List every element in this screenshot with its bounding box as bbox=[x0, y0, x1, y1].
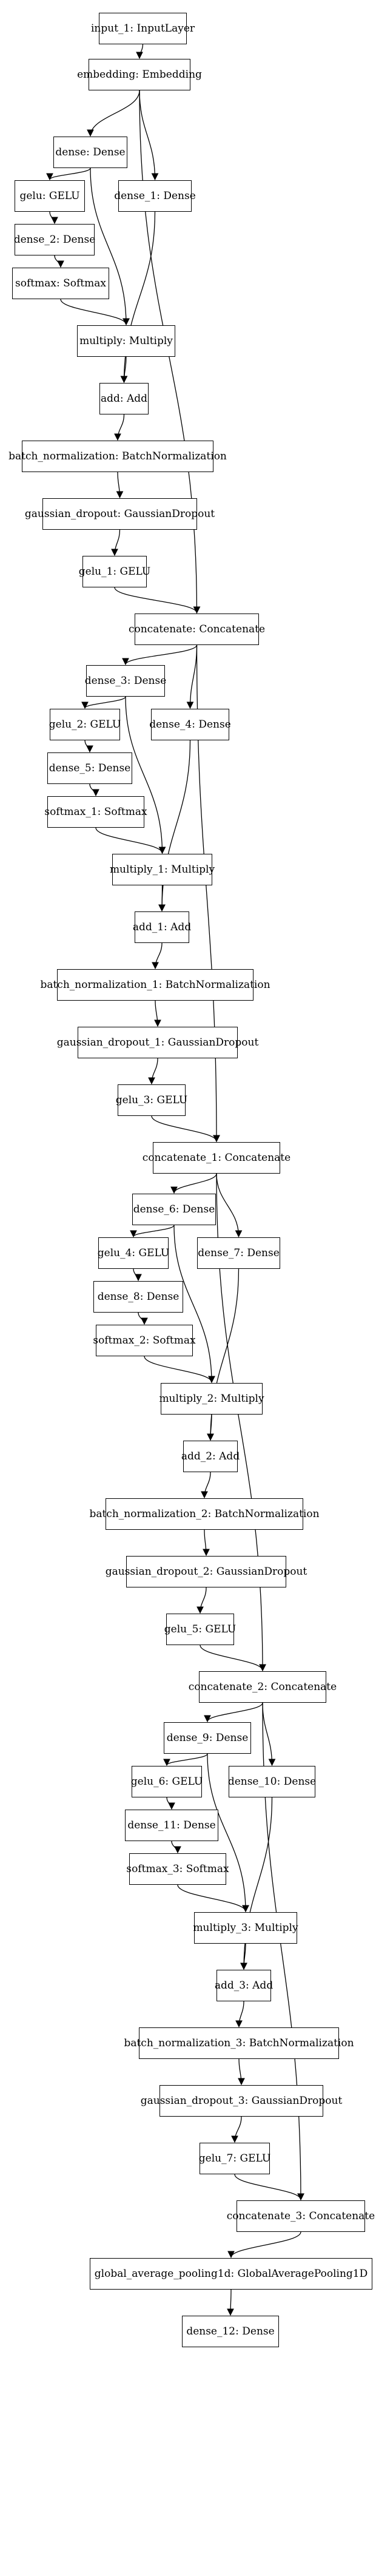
edge-batch-normalization-2-to-gaussian-dropout-2 bbox=[203, 1529, 210, 1557]
node-gelu-3: gelu_3: GELU bbox=[116, 1084, 187, 1116]
edge-gelu-3-to-concatenate-1 bbox=[151, 1115, 220, 1143]
edge-embedding-to-dense-1 bbox=[139, 90, 159, 181]
edge-add-to-batch-normalization bbox=[114, 414, 125, 441]
node-input-1: input_1: InputLayer bbox=[91, 13, 195, 44]
edge-gelu-to-dense-2 bbox=[49, 211, 58, 225]
node-gelu-5: gelu_5: GELU bbox=[164, 1614, 236, 1645]
node-add: add: Add bbox=[99, 383, 149, 414]
node-gelu-1: gelu_1: GELU bbox=[79, 556, 150, 587]
edge-concatenate-1-to-dense-6 bbox=[170, 1173, 217, 1194]
node-gelu: gelu: GELU bbox=[15, 180, 85, 212]
node-multiply: multiply: Multiply bbox=[77, 325, 175, 357]
node-multiply-2: multiply_2: Multiply bbox=[159, 1383, 264, 1415]
edge-gelu-7-to-concatenate-3 bbox=[234, 2174, 304, 2201]
edge-gelu-5-to-concatenate-2 bbox=[200, 1645, 266, 1672]
node-gelu-2: gelu_2: GELU bbox=[49, 709, 121, 740]
edge-add-2-to-batch-normalization-2 bbox=[201, 1472, 211, 1499]
edge-dense-8-to-softmax-2 bbox=[138, 1312, 148, 1325]
edge-add-1-to-batch-normalization-1 bbox=[152, 942, 163, 970]
edge-dense-9-to-multiply-3 bbox=[207, 1753, 249, 1913]
node-batch-normalization: batch_normalization: BatchNormalization bbox=[8, 441, 227, 472]
edge-softmax-3-to-multiply-3 bbox=[177, 1884, 249, 1913]
edge-dense-2-to-softmax bbox=[54, 255, 64, 268]
edge-batch-normalization-1-to-gaussian-dropout-1 bbox=[154, 1000, 161, 1027]
node-concatenate-3: concatenate_3: Concatenate bbox=[227, 2200, 375, 2232]
node-dense-6: dense_6: Dense bbox=[132, 1194, 216, 1225]
node-softmax-1: softmax_1: Softmax bbox=[44, 796, 147, 828]
edge-dense-5-to-softmax-1 bbox=[89, 783, 99, 797]
node-dense: dense: Dense bbox=[53, 137, 127, 168]
edge-concatenate-2-to-dense-9 bbox=[204, 1702, 263, 1723]
node-multiply-1: multiply_1: Multiply bbox=[110, 854, 215, 885]
node-gelu-7: gelu_7: GELU bbox=[199, 2143, 270, 2174]
edge-concatenate-2-to-dense-10 bbox=[262, 1702, 276, 1766]
node-gaussian-dropout-2: gaussian_dropout_2: GaussianDropout bbox=[106, 1556, 307, 1587]
edge-batch-normalization-to-gaussian-dropout bbox=[116, 472, 124, 499]
node-global-average-pooling1d: global_average_pooling1d: GlobalAverageP… bbox=[90, 2258, 372, 2290]
edge-add-3-to-batch-normalization-3 bbox=[235, 2001, 244, 2028]
edge-softmax-2-to-multiply-2 bbox=[144, 1356, 215, 1384]
edge-dense-11-to-softmax-3 bbox=[171, 1841, 181, 1854]
node-dense-8: dense_8: Dense bbox=[93, 1281, 183, 1313]
edge-gelu-2-to-dense-5 bbox=[84, 740, 93, 753]
node-dense-3: dense_3: Dense bbox=[85, 665, 166, 697]
edge-concatenate-1-to-dense-7 bbox=[216, 1173, 243, 1238]
node-dense-10: dense_10: Dense bbox=[228, 1766, 316, 1797]
node-gelu-4: gelu_4: GELU bbox=[98, 1237, 169, 1269]
node-dense-2: dense_2: Dense bbox=[14, 224, 95, 255]
node-gaussian-dropout-3: gaussian_dropout_3: GaussianDropout bbox=[141, 2085, 342, 2117]
node-concatenate-1: concatenate_1: Concatenate bbox=[143, 1142, 290, 1174]
node-dense-5: dense_5: Dense bbox=[47, 752, 132, 784]
edge-concatenate-3-to-global-average-pooling1d bbox=[227, 2231, 301, 2259]
node-dense-4: dense_4: Dense bbox=[149, 709, 231, 740]
node-gelu-6: gelu_6: GELU bbox=[131, 1766, 203, 1797]
node-gaussian-dropout-1: gaussian_dropout_1: GaussianDropout bbox=[57, 1027, 258, 1058]
edge-concatenate-to-dense-4 bbox=[186, 644, 198, 709]
edge-batch-normalization-3-to-gaussian-dropout-3 bbox=[238, 2058, 245, 2086]
node-multiply-3: multiply_3: Multiply bbox=[193, 1912, 298, 1944]
edge-input-1-to-embedding bbox=[136, 44, 144, 59]
edge-gaussian-dropout-to-gelu-1 bbox=[111, 529, 121, 556]
edge-embedding-to-dense bbox=[87, 90, 140, 137]
node-softmax-2: softmax_2: Softmax bbox=[93, 1325, 196, 1356]
edge-dense-6-to-multiply-2 bbox=[173, 1225, 215, 1384]
edge-dense-9-to-gelu-6 bbox=[163, 1753, 208, 1766]
edge-gaussian-dropout-3-to-gelu-7 bbox=[231, 2116, 242, 2143]
node-add-2: add_2: Add bbox=[181, 1441, 240, 1472]
node-dense-1: dense_1: Dense bbox=[114, 180, 196, 212]
node-batch-normalization-2: batch_normalization_2: BatchNormalizatio… bbox=[89, 1498, 320, 1530]
node-dense-7: dense_7: Dense bbox=[197, 1237, 280, 1269]
node-softmax-3: softmax_3: Softmax bbox=[126, 1853, 229, 1885]
edge-dense-to-gelu bbox=[46, 167, 91, 181]
edge-dense-3-to-multiply-1 bbox=[125, 696, 166, 854]
edge-gelu-6-to-dense-11 bbox=[166, 1797, 175, 1810]
edge-softmax-to-multiply bbox=[60, 299, 130, 326]
edge-gaussian-dropout-2-to-gelu-5 bbox=[196, 1587, 207, 1614]
node-batch-normalization-3: batch_normalization_3: BatchNormalizatio… bbox=[124, 2027, 354, 2059]
edge-concatenate-to-dense-3 bbox=[122, 644, 198, 666]
node-dense-11: dense_11: Dense bbox=[125, 1810, 218, 1841]
node-concatenate-2: concatenate_2: Concatenate bbox=[189, 1671, 337, 1703]
node-batch-normalization-1: batch_normalization_1: BatchNormalizatio… bbox=[40, 969, 270, 1001]
edge-dense-6-to-gelu-4 bbox=[130, 1225, 175, 1238]
edge-gaussian-dropout-1-to-gelu-3 bbox=[148, 1058, 158, 1085]
edge-gelu-4-to-dense-8 bbox=[133, 1268, 142, 1282]
node-gaussian-dropout: gaussian_dropout: GaussianDropout bbox=[25, 498, 215, 530]
node-add-1: add_1: Add bbox=[133, 911, 191, 943]
edge-global-average-pooling1d-to-dense-12 bbox=[227, 2289, 234, 2316]
node-dense-12: dense_12: Dense bbox=[182, 2316, 279, 2347]
edge-dense-to-multiply bbox=[90, 167, 130, 326]
node-embedding: embedding: Embedding bbox=[77, 59, 202, 90]
node-dense-9: dense_9: Dense bbox=[164, 1722, 251, 1754]
node-softmax: softmax: Softmax bbox=[12, 268, 109, 299]
node-add-3: add_3: Add bbox=[215, 1970, 273, 2001]
edge-softmax-1-to-multiply-1 bbox=[95, 827, 166, 854]
edge-gelu-1-to-concatenate bbox=[114, 587, 201, 614]
node-concatenate: concatenate: Concatenate bbox=[129, 614, 265, 645]
edge-dense-3-to-gelu-2 bbox=[81, 696, 126, 709]
